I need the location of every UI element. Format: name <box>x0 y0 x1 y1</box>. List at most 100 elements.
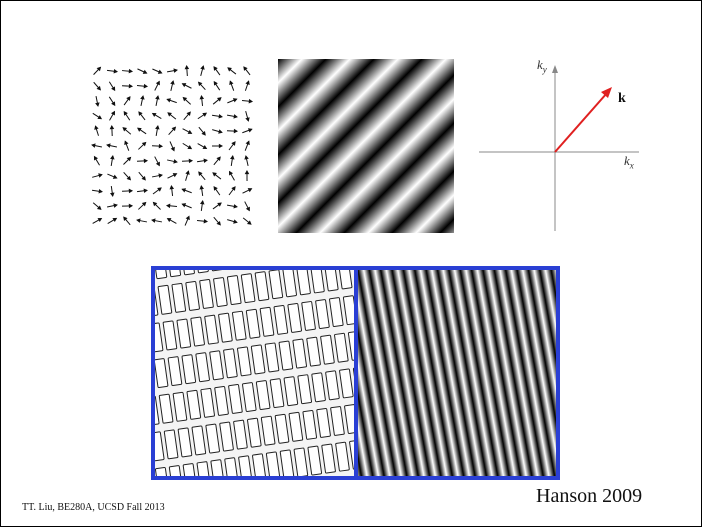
city-block <box>214 385 229 416</box>
field-arrowhead <box>123 216 128 222</box>
field-arrowhead <box>230 155 235 160</box>
field-arrowhead <box>247 128 253 133</box>
city-block <box>269 378 285 409</box>
field-arrowhead <box>185 215 190 221</box>
city-block <box>254 271 270 302</box>
city-block <box>306 336 321 367</box>
city-block <box>168 465 184 476</box>
field-arrowhead <box>187 145 193 150</box>
field-arrowhead <box>96 205 102 210</box>
city-block <box>182 463 198 476</box>
field-arrowhead <box>188 158 194 164</box>
city-block <box>166 270 182 278</box>
field-arrowhead <box>171 126 177 132</box>
city-block <box>265 451 281 476</box>
city-block <box>247 417 262 448</box>
field-arrowhead <box>166 98 171 103</box>
field-arrowhead <box>124 140 129 146</box>
city-block <box>191 425 207 456</box>
city-block <box>347 330 354 361</box>
city-block <box>260 415 276 446</box>
city-block <box>282 270 297 298</box>
field-arrowhead <box>112 174 118 179</box>
city-block <box>209 350 224 381</box>
vertical-grating-image <box>358 270 556 476</box>
k-vector-label: k <box>618 91 626 106</box>
city-block <box>163 429 179 460</box>
city-block <box>181 354 197 385</box>
field-arrowhead <box>157 187 162 192</box>
field-arrowhead <box>213 80 218 86</box>
city-block <box>273 304 289 335</box>
city-block <box>268 270 284 300</box>
field-arrowhead <box>199 185 204 190</box>
field-arrowhead <box>126 175 132 181</box>
diagonal-grating-image <box>278 59 454 233</box>
field-arrowhead <box>110 155 115 160</box>
city-block <box>162 320 178 351</box>
city-block <box>233 419 248 450</box>
field-arrowhead <box>216 220 221 226</box>
city-block <box>155 467 170 476</box>
field-arrowhead <box>157 69 163 74</box>
city-block <box>155 286 159 317</box>
city-block <box>205 423 220 454</box>
city-block <box>208 270 223 272</box>
field-arrowhead <box>200 65 205 70</box>
city-block <box>292 338 308 369</box>
city-block <box>155 431 165 462</box>
ky-axis-label: ky <box>537 57 547 75</box>
city-block <box>335 441 350 472</box>
city-block <box>255 380 271 411</box>
city-block <box>185 280 200 311</box>
field-arrowhead <box>213 186 218 191</box>
field-arrowhead <box>113 203 118 208</box>
city-block <box>219 421 234 452</box>
field-arrowhead <box>97 115 103 120</box>
ky-base: k <box>537 57 543 72</box>
field-arrowhead <box>245 117 250 122</box>
field-arrowhead <box>143 158 149 164</box>
city-block <box>172 391 188 422</box>
field-arrowhead <box>98 173 103 178</box>
field-arrowhead <box>245 80 250 85</box>
field-arrowhead <box>98 189 103 194</box>
field-arrowhead <box>141 201 147 207</box>
city-block <box>307 445 323 476</box>
field-arrowhead <box>167 112 172 117</box>
field-arrowhead <box>227 67 232 72</box>
field-arrowhead <box>213 66 218 71</box>
field-arrowhead <box>128 188 134 194</box>
city-block <box>264 342 280 373</box>
city-block <box>297 374 313 405</box>
field-arrowhead <box>165 203 171 209</box>
field-arrowhead <box>187 129 193 134</box>
city-block <box>339 368 354 399</box>
field-arrowhead <box>137 127 142 132</box>
city-block <box>158 393 174 424</box>
city-block <box>330 406 345 436</box>
city-block <box>200 387 215 418</box>
city-block <box>180 270 195 276</box>
city-block <box>224 457 239 476</box>
field-arrowhead <box>229 170 234 176</box>
field-arrowhead <box>126 156 132 162</box>
city-block <box>226 275 242 306</box>
city-map-image <box>155 270 354 476</box>
city-block <box>287 303 302 333</box>
city-block <box>155 358 169 388</box>
field-arrowhead <box>217 202 222 207</box>
field-arrowhead <box>151 218 156 223</box>
city-block <box>334 332 349 363</box>
field-arrowhead <box>243 66 248 71</box>
field-arrowhead <box>247 188 253 193</box>
field-arrowhead <box>218 129 223 134</box>
k-vector <box>554 92 608 153</box>
city-block <box>288 411 304 442</box>
city-block <box>195 352 210 383</box>
field-arrowhead <box>173 159 178 164</box>
field-arrowhead <box>113 68 118 74</box>
city-block <box>157 284 173 315</box>
field-arrowhead <box>91 143 96 148</box>
city-block <box>325 370 340 401</box>
